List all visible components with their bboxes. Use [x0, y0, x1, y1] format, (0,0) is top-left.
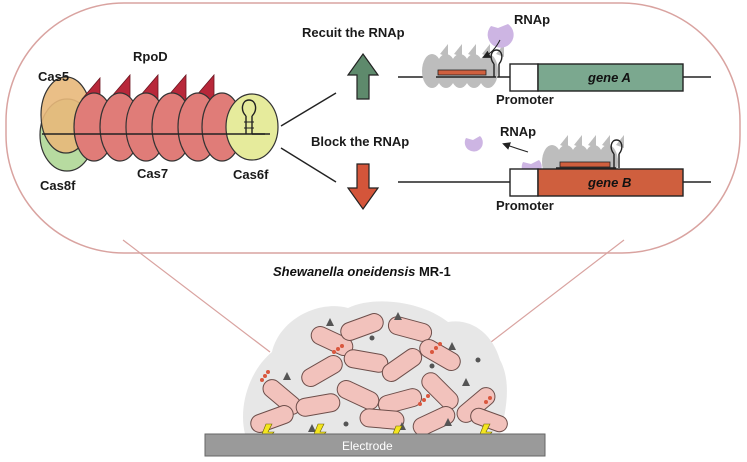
- lower-promoter-label: Promoter: [496, 198, 554, 213]
- upper-recruit-arrow: [482, 39, 501, 58]
- lower-hairpin: [610, 139, 623, 168]
- upper-gene-box: [537, 63, 684, 92]
- activate-up-arrow: [346, 52, 380, 100]
- cas8f-label: Cas8f: [40, 178, 76, 193]
- cas6f-label: Cas6f: [233, 167, 269, 182]
- cytochrome-chains: [260, 342, 492, 406]
- upper-gene-label: gene A: [587, 70, 631, 85]
- zoom-line-right: [477, 239, 625, 353]
- lower-gene-box: [537, 168, 684, 197]
- lower-action-label: Block the RNAp: [311, 134, 409, 149]
- upper-rnap-label: RNAp: [514, 12, 550, 27]
- electrode-label: Electrode: [342, 439, 393, 453]
- branch-line-down: [280, 147, 337, 183]
- cas5-label: Cas5: [38, 69, 69, 84]
- zoom-capsule: [5, 2, 741, 254]
- lower-promoter-box: [509, 168, 539, 197]
- lower-rnap-label: RNAp: [500, 124, 536, 139]
- cas7-label: Cas7: [137, 166, 168, 181]
- extracellular-particles: [283, 312, 481, 432]
- upper-target-strand: [437, 69, 487, 76]
- upper-promoter-box: [509, 63, 539, 92]
- zoom-line-left: [122, 239, 271, 353]
- upper-rnap: [487, 24, 514, 48]
- lower-gene-label: gene B: [587, 175, 631, 190]
- repress-down-arrow: [346, 163, 380, 211]
- upper-action-label: Recuit the RNAp: [302, 25, 405, 40]
- upper-hairpin: [490, 49, 503, 77]
- lower-rnap: [464, 136, 483, 152]
- crispr-complex: [39, 73, 279, 172]
- lower-block-arrow: [502, 142, 529, 153]
- crrna-hairpin: [241, 99, 257, 134]
- lower-target-strand: [559, 161, 611, 168]
- cas7-backbone: [73, 92, 243, 162]
- electrode-bar: [204, 433, 546, 457]
- organism-strain: MR-1: [415, 264, 450, 279]
- upper-complex: [422, 44, 504, 88]
- upper-promoter-label: Promoter: [496, 92, 554, 107]
- rpod-label: RpoD: [133, 49, 168, 64]
- organism-name-italic: Shewanella oneidensis: [273, 264, 415, 279]
- bacterial-cells: [250, 313, 508, 436]
- organism-caption: Shewanella oneidensis MR-1: [273, 264, 451, 279]
- branch-line-up: [280, 92, 337, 127]
